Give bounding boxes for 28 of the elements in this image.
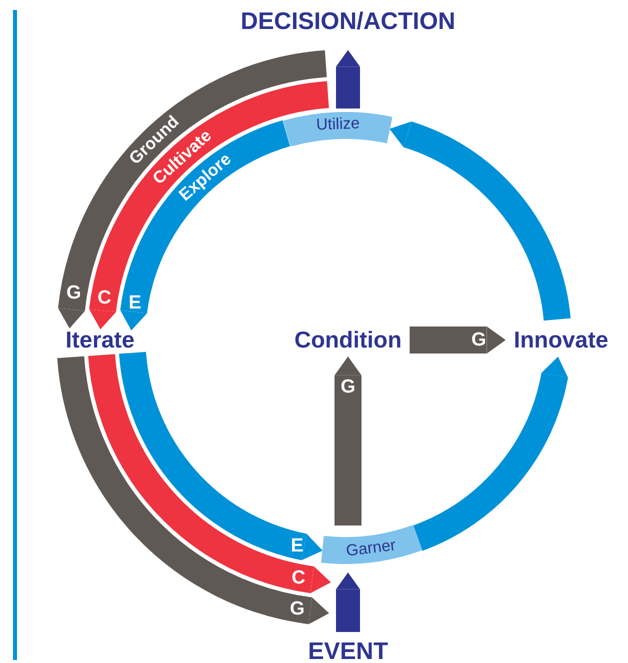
band-segment — [321, 525, 422, 564]
curved-arrow — [120, 120, 291, 330]
block-arrow — [336, 50, 360, 108]
block-arrow — [336, 572, 360, 632]
head-letter: C — [97, 288, 112, 308]
head-letter: E — [128, 293, 142, 312]
band-segment — [282, 112, 392, 146]
curved-arrow — [119, 351, 322, 560]
curved-arrow — [58, 50, 328, 328]
curved-arrow — [412, 356, 568, 551]
curved-arrow — [89, 81, 330, 330]
segment-label: Utilize — [316, 116, 360, 134]
block-arrow — [334, 356, 362, 526]
edge-label: G — [471, 330, 486, 350]
stage-label: Condition — [294, 328, 402, 352]
edge-label: C — [292, 568, 306, 588]
stage-label: DECISION/ACTION — [240, 10, 456, 34]
curved-arrow — [88, 353, 331, 594]
edge-label: G — [340, 377, 356, 396]
stage-label: Iterate — [65, 328, 135, 352]
edge-label: G — [290, 599, 305, 618]
segment-label: Garner — [345, 538, 397, 560]
curved-arrow — [390, 122, 571, 322]
stage-label: Innovate — [514, 328, 608, 352]
stage-label: EVENT — [308, 640, 388, 663]
block-arrow — [410, 326, 506, 354]
head-letter: G — [66, 283, 82, 302]
edge-label: E — [290, 536, 304, 556]
